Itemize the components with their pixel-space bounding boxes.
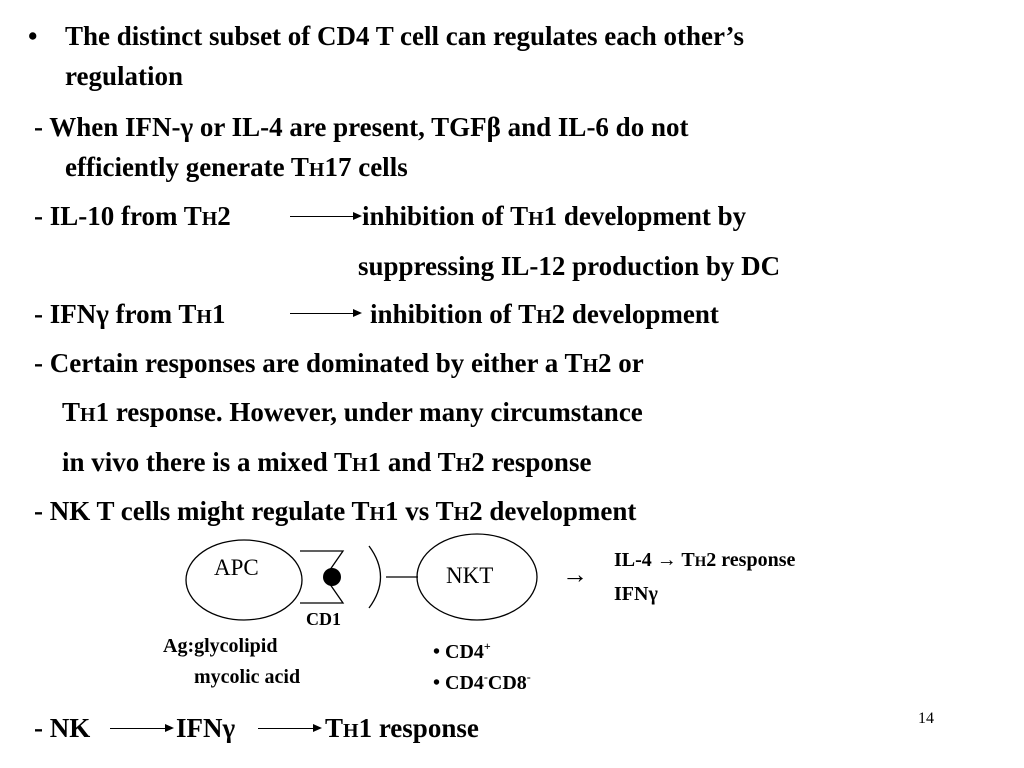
heading-line-2: regulation	[65, 61, 184, 91]
point-3-right: inhibition of TH2 development	[370, 299, 719, 329]
point-5: - NK T cells might regulate TH1 vs TH2 d…	[34, 496, 637, 526]
gamma-symbol: γ	[648, 583, 658, 605]
tcr-receptor-shape	[368, 545, 382, 609]
point-4-line-1: - Certain responses are dominated by eit…	[34, 348, 644, 378]
ifn-gamma-result: IFNγ	[614, 583, 658, 605]
point-6-nk: - NK	[34, 713, 91, 743]
heading-line-1: The distinct subset of CD4 T cell can re…	[65, 21, 744, 51]
point-1-line-2: efficiently generate TH17 cells	[65, 152, 408, 182]
point-4-line-3: in vivo there is a mixed TH1 and TH2 res…	[62, 447, 592, 477]
il4-th2-response: IL-4 → TH2 response	[614, 549, 796, 571]
point-6-th1-response: TH1 response	[325, 713, 479, 743]
gamma-symbol: γ	[222, 713, 236, 743]
apc-label: APC	[214, 555, 259, 580]
beta-symbol: β	[486, 112, 501, 142]
arrow-right-icon	[110, 724, 174, 732]
arrow-right-icon	[290, 212, 362, 220]
antigen-dot	[323, 568, 341, 586]
point-2-line-1-left: - IL-10 from TH2	[34, 201, 231, 231]
point-3-left: - IFNγ from TH1	[34, 299, 226, 329]
point-6-ifn-gamma: IFNγ	[176, 713, 236, 743]
point-1-line-1: - When IFN-γ or IL-4 are present, TGFβ a…	[34, 112, 689, 142]
arrow-right-icon	[258, 724, 322, 732]
nkt-label: NKT	[446, 563, 494, 588]
cd1-label: CD1	[306, 609, 341, 629]
nkt-cell-shape	[416, 533, 538, 621]
nkt-subtype-double-negative: • CD4-CD8-	[433, 670, 531, 694]
point-2-line-1-right: inhibition of TH1 development by	[362, 201, 747, 231]
point-2-line-2: suppressing IL-12 production by DC	[358, 251, 781, 281]
nkt-subtype-cd4: • CD4+	[433, 639, 491, 663]
antigen-label-line-1: Ag:glycolipid	[163, 635, 278, 657]
gamma-symbol: γ	[180, 112, 194, 142]
antigen-label-line-2: mycolic acid	[194, 666, 301, 688]
gamma-symbol: γ	[96, 299, 109, 329]
apc-cell-shape	[185, 539, 303, 621]
point-4-line-2: TH1 response. However, under many circum…	[62, 397, 643, 427]
arrow-right-icon: →	[562, 560, 588, 589]
bullet-symbol: •	[28, 21, 38, 51]
arrow-right-icon	[290, 309, 362, 317]
page-number: 14	[918, 710, 934, 727]
